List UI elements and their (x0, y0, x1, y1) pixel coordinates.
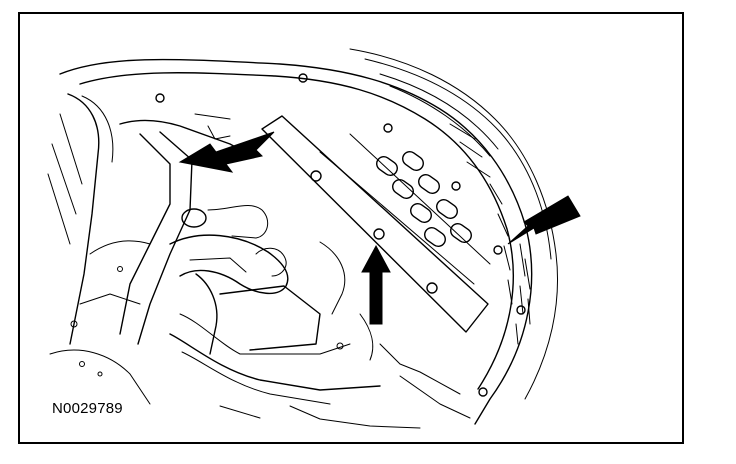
splash-shield-outline (59, 48, 559, 425)
figure-id-label: N0029789 (50, 400, 125, 417)
lower-components (169, 234, 471, 429)
vent-slots (376, 151, 472, 247)
frame-rail (47, 93, 269, 405)
arrow-right (507, 195, 581, 245)
panel-bolt (426, 282, 438, 294)
arrow-upper-left (178, 131, 275, 173)
arrow-center-up (361, 244, 391, 325)
service-illustration (47, 48, 581, 429)
shield-panel (261, 115, 491, 333)
panel-bolt (310, 170, 322, 182)
callout-arrows (178, 131, 581, 325)
panel-bolt (373, 228, 385, 240)
figure-frame: N0029789 (18, 12, 684, 444)
outer-bolts (155, 73, 526, 397)
